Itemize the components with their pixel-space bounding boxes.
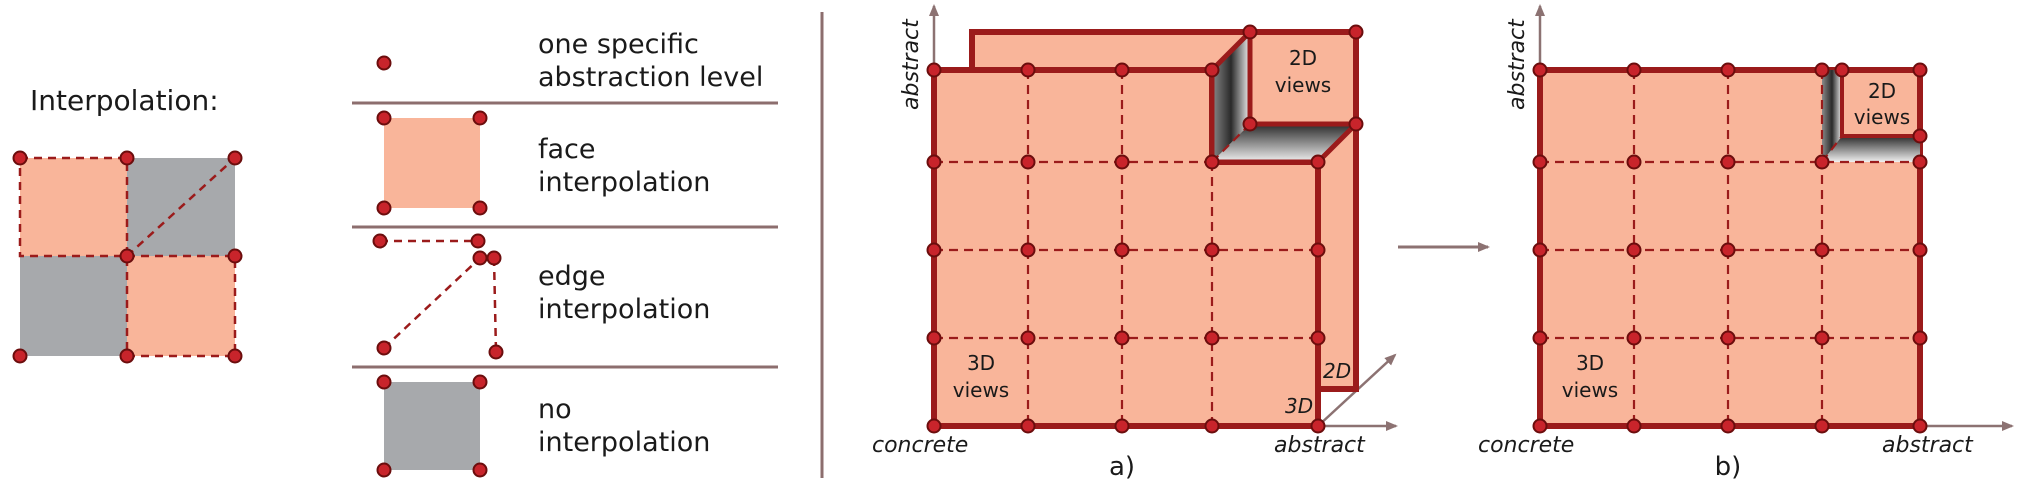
panel-a-x-right-label: abstract [1274, 433, 1366, 458]
example-dashed-lines [18, 156, 237, 358]
interpolation-example: Interpolation: [12, 84, 243, 364]
panel-a-3d-label-2: views [953, 378, 1009, 402]
legend-item-1-line2: abstraction level [538, 62, 763, 93]
panel-a-nodes [926, 24, 1364, 434]
panel-b-x-left-label: concrete [1478, 433, 1574, 458]
example-nodes [12, 150, 243, 364]
legend-none-icon [384, 382, 480, 470]
panel-a-edge-3d: 3D [1285, 394, 1313, 418]
panel-a-caption: a) [1109, 452, 1135, 482]
panel-b: abstract concrete abstract 2D views 3D v… [1478, 4, 2014, 482]
panel-a-y-label: abstract [899, 18, 924, 110]
legend: one specific abstraction level face inte… [352, 29, 778, 478]
fold-shadow-horizontal [1212, 124, 1356, 162]
legend-item-1-line1: one specific [538, 29, 699, 60]
legend-item-4-line1: no [538, 394, 572, 425]
panel-b-x-right-label: abstract [1882, 433, 1974, 458]
panel-a-2d-label-2: views [1275, 73, 1331, 97]
legend-node-icon [376, 55, 392, 71]
legend-item-2-line1: face [538, 134, 596, 165]
legend-face-icon [384, 118, 480, 208]
panel-b-y-label: abstract [1505, 18, 1530, 110]
fold-shadow-horizontal [1822, 136, 1920, 162]
fold-shadow-vertical [1212, 32, 1250, 162]
panel-a-x-left-label: concrete [872, 433, 968, 458]
panel-a-2d-label-1: 2D [1289, 46, 1317, 70]
panel-b-caption: b) [1715, 452, 1742, 482]
panel-b-3d-label-1: 3D [1576, 351, 1604, 375]
panel-a-3d-label-1: 3D [967, 351, 995, 375]
legend-edge-icon [380, 239, 498, 353]
panel-a: abstract concrete abstract 2D views 3D v… [872, 4, 1398, 482]
fold-shadow-vertical [1822, 70, 1842, 162]
legend-item-2-line2: interpolation [538, 167, 710, 198]
panel-b-3d-label-2: views [1562, 378, 1618, 402]
panel-b-nodes [1532, 62, 1928, 434]
face-cell-top-left [20, 158, 127, 256]
panel-b-2d-label-2: views [1854, 105, 1910, 129]
panel-a-edge-2d: 2D [1323, 359, 1351, 383]
face-cell-bottom-right [127, 256, 235, 356]
interpolation-title: Interpolation: [30, 84, 219, 117]
legend-item-4-line2: interpolation [538, 427, 710, 458]
none-cell-bottom-left [20, 256, 127, 356]
grid-lines [934, 70, 1318, 426]
legend-item-3-line2: interpolation [538, 294, 710, 325]
legend-item-3-line1: edge [538, 261, 606, 292]
panel-b-2d-label-1: 2D [1868, 79, 1896, 103]
